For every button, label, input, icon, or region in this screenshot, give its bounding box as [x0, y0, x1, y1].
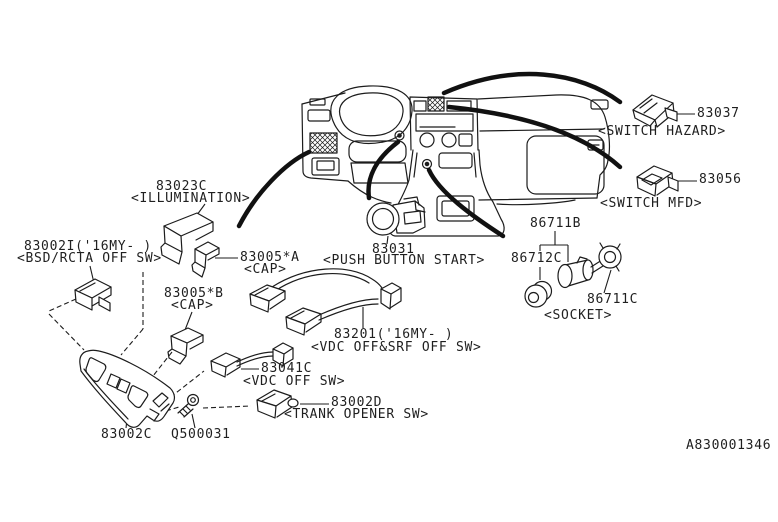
- part-number-86711b: 86711B: [530, 216, 582, 231]
- part-caption-switch-mfd: <SWITCH MFD>: [600, 196, 703, 211]
- part-number-83002c: 83002C: [101, 427, 153, 442]
- leader-curves: [236, 71, 623, 239]
- part-caption-cap-b: <CAP>: [171, 298, 214, 313]
- part-drawing-illumination-83023c: [160, 212, 214, 265]
- part-number-83031: 83031: [372, 242, 415, 257]
- part-drawing-cap-83005a: [191, 241, 220, 278]
- part-caption-vdc-srf-off-sw: <VDC OFF&SRF OFF SW>: [311, 340, 482, 355]
- part-drawing-vdc-off-switch-83041c: [210, 342, 294, 378]
- part-number-83023c: 83023C: [156, 179, 208, 194]
- part-number-83005b: 83005*B: [164, 286, 224, 301]
- part-number-83056: 83056: [699, 172, 742, 187]
- part-number-q500031: Q500031: [171, 427, 231, 442]
- leader-curve-push-start: [366, 139, 401, 201]
- part-number-83201: 83201('16MY- ): [334, 327, 454, 342]
- part-number-83002i: 83002I('16MY- ): [24, 239, 152, 254]
- part-caption-socket: <SOCKET>: [544, 308, 613, 323]
- part-drawing-bsd-rcta-switch-83002i: [74, 278, 112, 312]
- part-number-83037: 83037: [697, 106, 740, 121]
- part-drawing-vdc-srf-harness-83201: [249, 268, 402, 336]
- part-drawing-push-button-start-83031: [366, 196, 426, 236]
- part-drawing-screw-q500031: [177, 393, 200, 418]
- part-caption-cap-a: <CAP>: [244, 262, 287, 277]
- part-caption-vdc-off-sw: <VDC OFF SW>: [243, 374, 346, 389]
- label-leader-lines: [89, 113, 697, 429]
- leader-curve-illumination: [236, 149, 312, 229]
- drawing-number: A830001346: [686, 438, 772, 453]
- leader-curve-hazard: [441, 71, 623, 105]
- part-caption-push-button-start: <PUSH BUTTON START>: [323, 253, 486, 268]
- part-number-83005a: 83005*A: [240, 250, 300, 265]
- part-drawing-switch-mfd-83056: [636, 165, 679, 197]
- part-caption-switch-hazard: <SWITCH HAZARD>: [598, 124, 726, 139]
- part-number-83041c: 83041C: [261, 361, 313, 376]
- part-drawing-socket-86711b-86712c-86711c: [524, 242, 622, 308]
- part-number-86711c: 86711C: [587, 292, 639, 307]
- leader-curve-mfd: [446, 104, 623, 170]
- part-caption-bsd-rcta-off-sw: <BSD/RCTA OFF SW>: [17, 251, 162, 266]
- part-number-86712c: 86712C: [511, 251, 563, 266]
- part-drawing-lower-panel-83002c: [79, 349, 176, 428]
- part-caption-trunk-opener-sw: <TRANK OPENER SW>: [284, 407, 429, 422]
- part-number-83002d: 83002D: [331, 395, 383, 410]
- part-drawing-cap-83005b: [167, 327, 204, 365]
- leader-curve-socket: [426, 167, 506, 239]
- part-drawing-switch-hazard-83037: [632, 94, 678, 128]
- part-caption-illumination: <ILLUMINATION>: [131, 191, 251, 206]
- part-drawing-trunk-opener-switch-83002d: [256, 389, 299, 419]
